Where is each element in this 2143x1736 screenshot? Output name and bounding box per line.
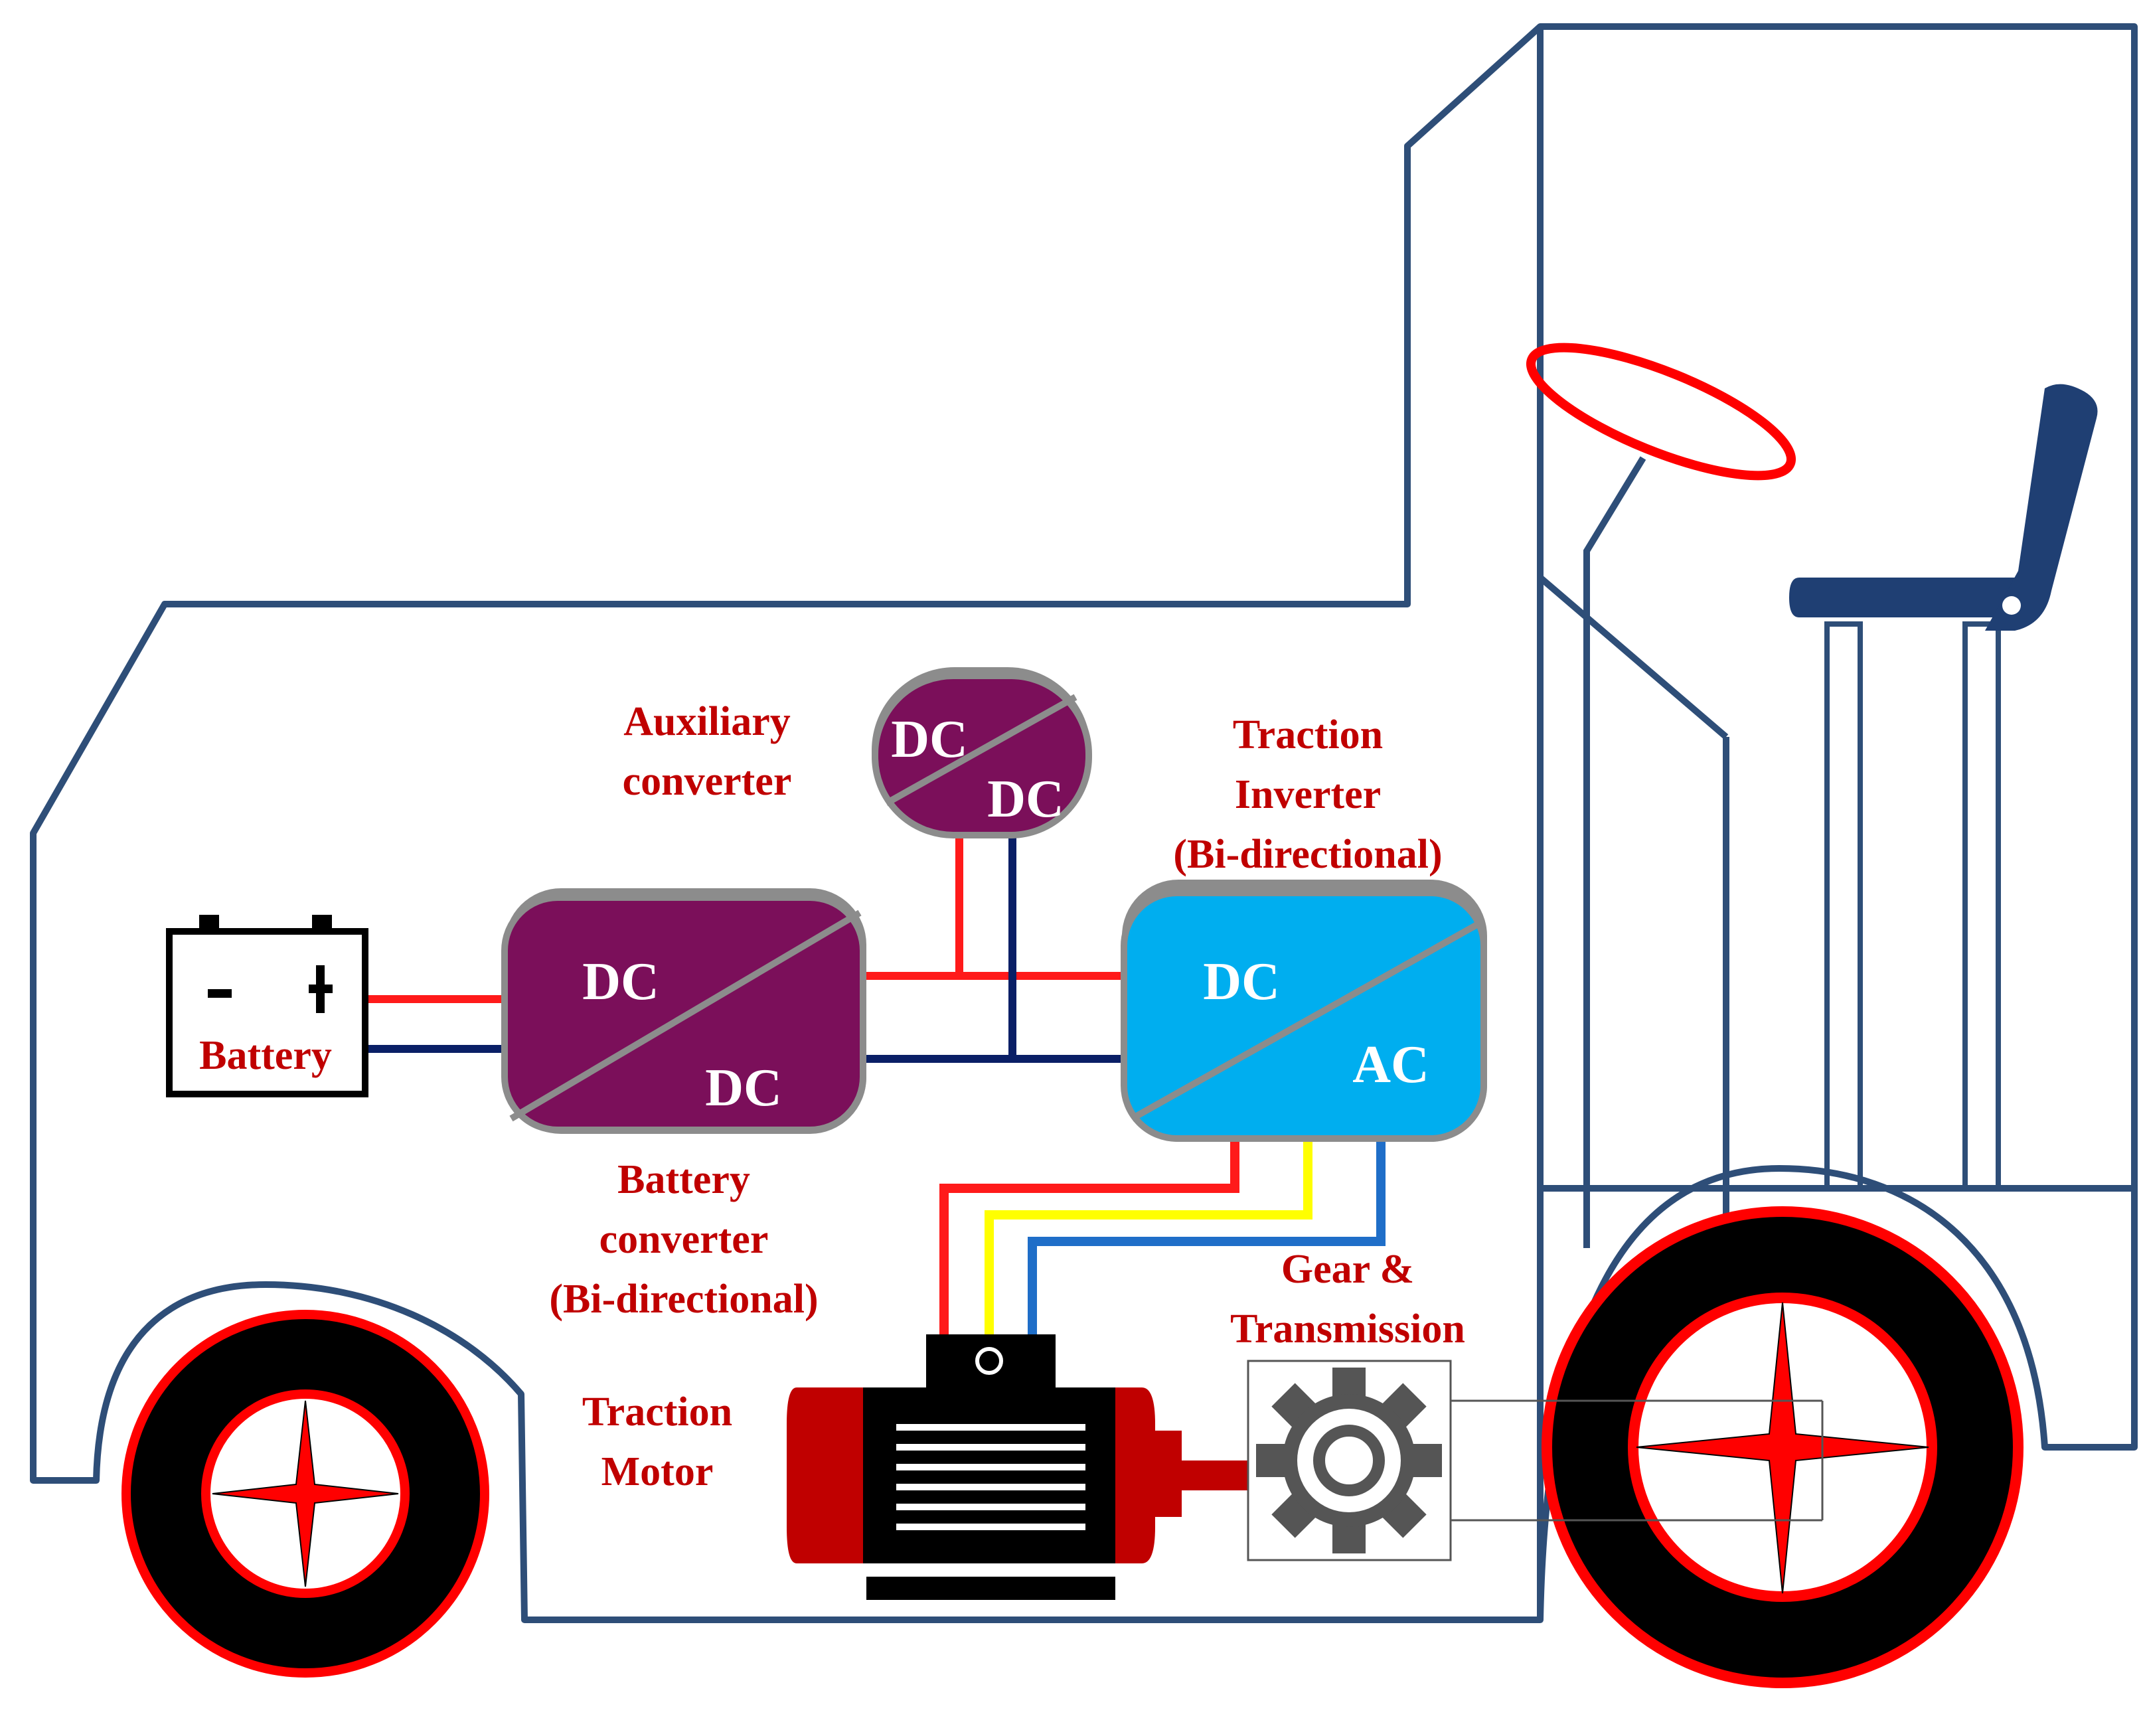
seat-icon bbox=[1789, 384, 2098, 1191]
battery-icon: Battery bbox=[166, 915, 368, 1097]
battery-converter-output: DC bbox=[705, 1059, 782, 1117]
drive-shaft bbox=[1451, 1399, 1824, 1522]
battery-converter-label-line2: converter bbox=[599, 1217, 769, 1262]
traction-inverter-input: DC bbox=[1203, 953, 1280, 1011]
auxiliary-label-line2: converter bbox=[623, 759, 792, 804]
gear-icon bbox=[1247, 1360, 1452, 1561]
traction-inverter-output: AC bbox=[1352, 1036, 1429, 1094]
auxiliary-converter-block: DC DC bbox=[872, 667, 1092, 838]
battery-converter-block: DC DC bbox=[501, 888, 866, 1134]
gear-transmission-label: Gear & Transmission bbox=[1230, 1247, 1465, 1352]
auxiliary-converter-output: DC bbox=[987, 770, 1064, 829]
three-phase-wires bbox=[939, 1142, 1386, 1334]
battery-converter-label: Battery converter (Bi-directional) bbox=[549, 1157, 818, 1322]
traction-motor-label: Traction Motor bbox=[582, 1389, 732, 1494]
motor-label-line1: Traction bbox=[582, 1389, 732, 1435]
battery-converter-input: DC bbox=[582, 953, 659, 1011]
rear-wheel-icon bbox=[1542, 1206, 2024, 1688]
inverter-label-line2: Inverter bbox=[1235, 772, 1381, 817]
traction-inverter-label: Traction Inverter (Bi-directional) bbox=[1173, 712, 1442, 877]
battery-converter-label-line3: (Bi-directional) bbox=[549, 1277, 818, 1322]
battery-converter-label-line1: Battery bbox=[617, 1157, 750, 1202]
battery-wires bbox=[368, 995, 505, 1053]
gear-label-line2: Transmission bbox=[1230, 1306, 1465, 1352]
inverter-label-line3: (Bi-directional) bbox=[1173, 832, 1442, 877]
front-wheel-icon bbox=[121, 1310, 489, 1678]
traction-motor-icon bbox=[787, 1334, 1248, 1600]
battery-label: Battery bbox=[199, 1033, 332, 1078]
motor-label-line2: Motor bbox=[601, 1449, 714, 1494]
inverter-label-line1: Traction bbox=[1233, 712, 1383, 757]
auxiliary-label-line1: Auxiliary bbox=[623, 699, 790, 744]
traction-inverter-block: DC AC bbox=[1121, 880, 1487, 1142]
auxiliary-converter-label: Auxiliary converter bbox=[623, 699, 792, 804]
auxiliary-converter-input: DC bbox=[891, 710, 968, 769]
gear-label-line1: Gear & bbox=[1281, 1247, 1414, 1292]
steering-wheel-icon bbox=[1526, 343, 1796, 1248]
dc-bus-wires bbox=[863, 836, 1129, 1063]
